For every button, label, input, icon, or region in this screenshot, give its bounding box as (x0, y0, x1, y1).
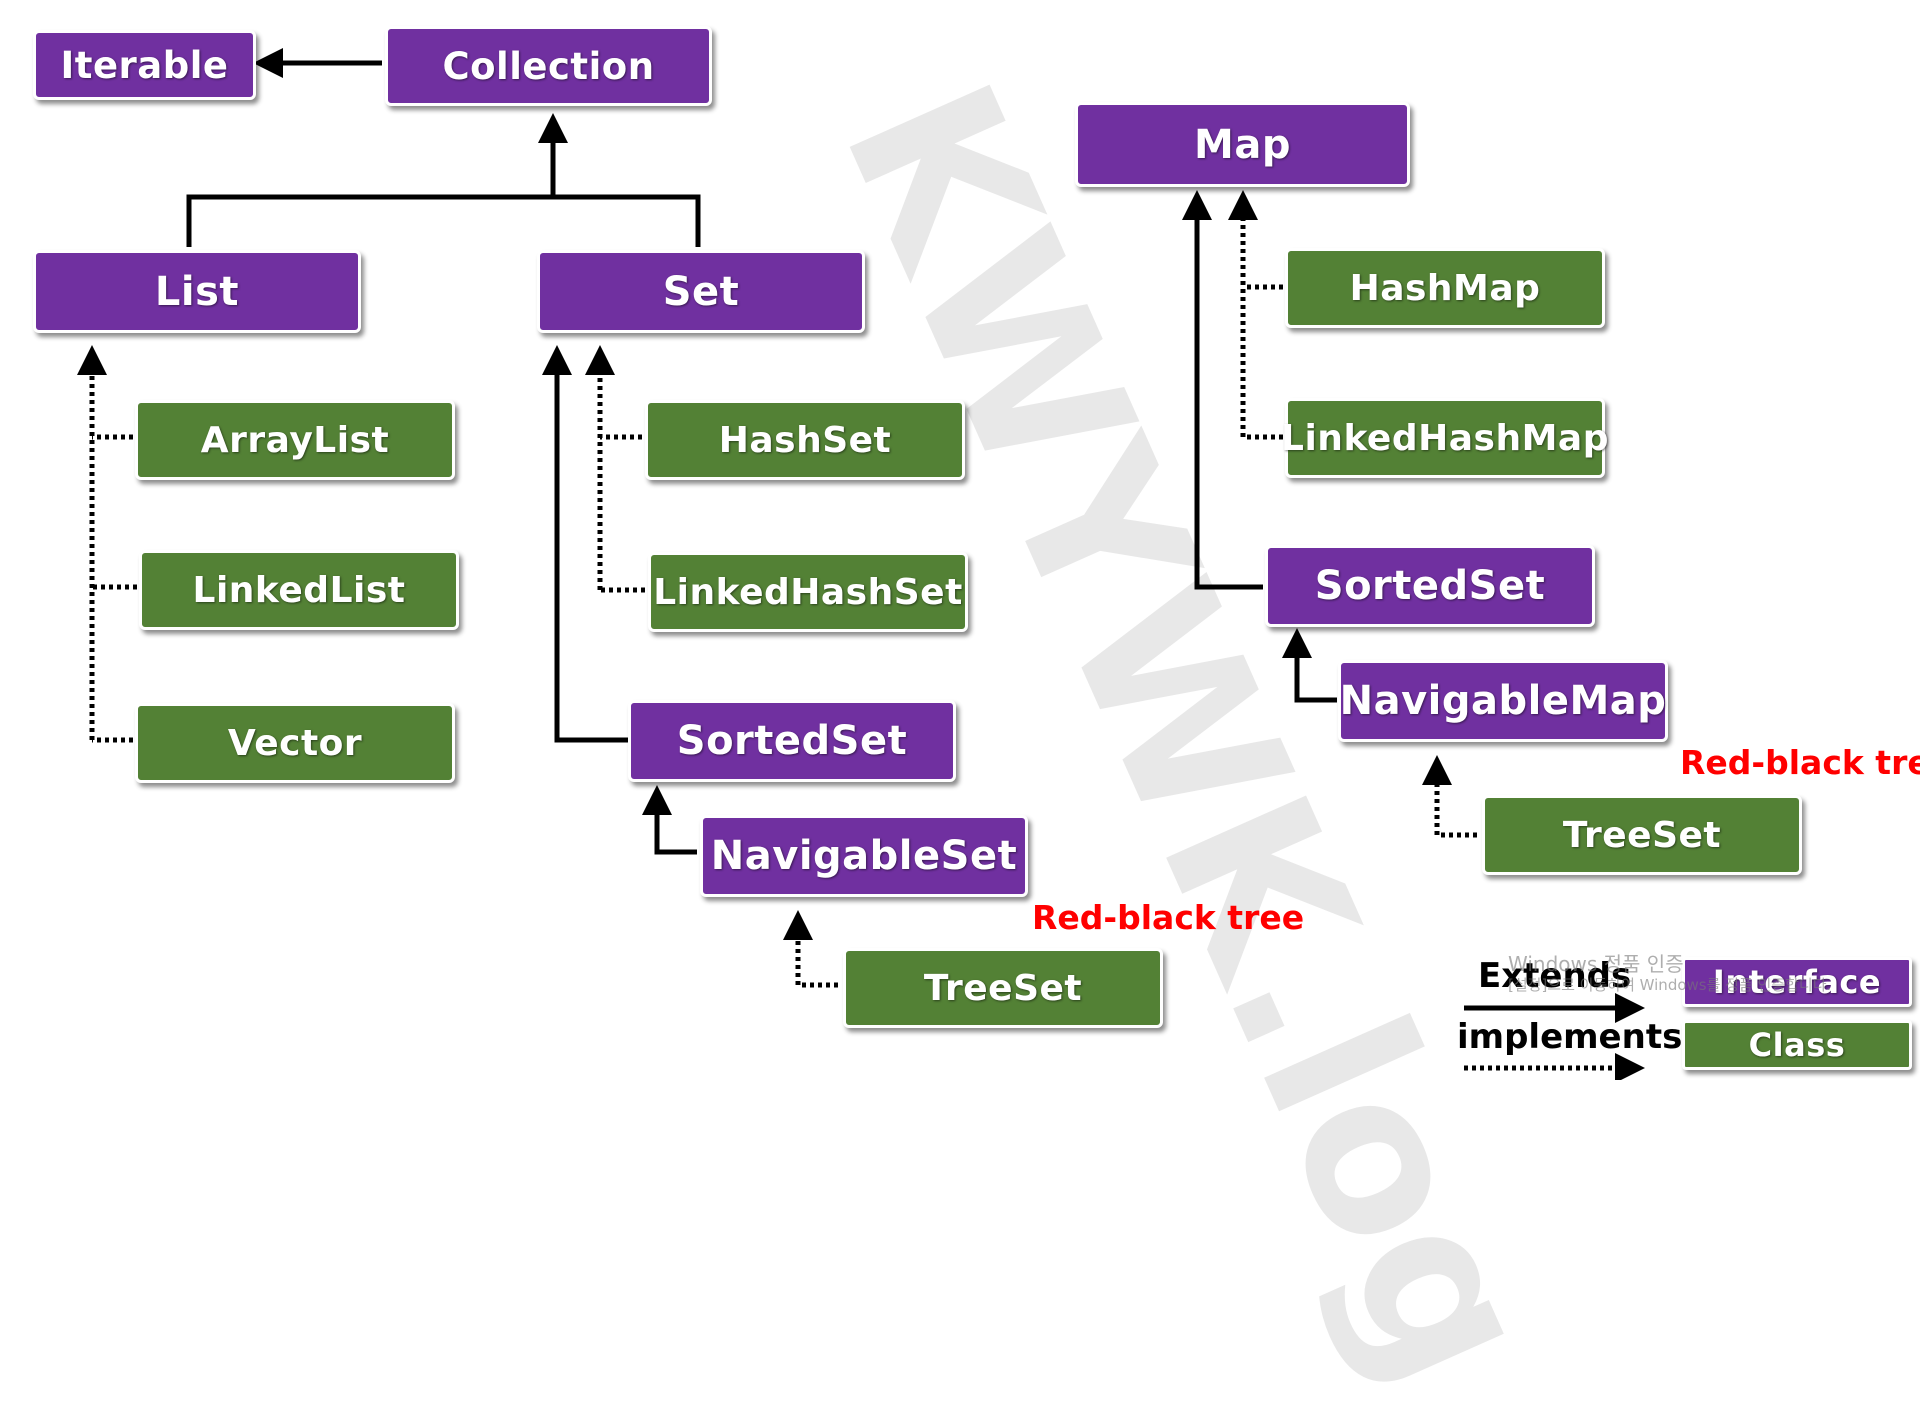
node-navigablemap: NavigableMap (1338, 660, 1668, 742)
edge-navigableset-sortedset (642, 785, 697, 855)
edge-list-collection (186, 194, 701, 247)
edge-navigablemap-sortedmap (1282, 628, 1337, 703)
node-collection: Collection (385, 26, 712, 106)
node-navigableset: NavigableSet (700, 815, 1028, 897)
edge-treemap-navigablemap (1422, 755, 1477, 838)
annotation-set-red-black-tree: Red-black tree (1032, 898, 1305, 937)
node-list: List (33, 250, 361, 333)
node-linkedhashmap: LinkedHashMap (1281, 398, 1608, 478)
node-linkedlist: LinkedList (139, 550, 459, 630)
diagram-stage: KWYWK.log (33, 26, 1920, 1417)
node-linkedhashset: LinkedHashSet (648, 552, 968, 632)
connector-lines (77, 48, 1645, 1080)
windows-activation-subtitle: [설정]으로 이동하여 Windows를 정품 인증합니다. (1508, 976, 1832, 994)
legend-extends-label: Extends (1478, 956, 1632, 996)
annotation-map-red-black-tree: Red-black tree (1680, 743, 1920, 782)
node-set: Set (537, 250, 865, 333)
edge-treeset-navigableset (783, 910, 838, 988)
edge-sortedset-set (542, 345, 628, 743)
node-sortedset: SortedSet (628, 700, 956, 782)
legend-class-swatch: Class (1682, 1020, 1912, 1070)
node-map: Map (1075, 102, 1410, 187)
node-hashset: HashSet (645, 400, 965, 480)
edge-sortedmap-map (1182, 190, 1263, 590)
node-sortedmap: SortedSet (1265, 545, 1595, 627)
node-hashmap: HashMap (1285, 248, 1605, 328)
node-arraylist: ArrayList (135, 400, 455, 480)
node-vector: Vector (135, 703, 455, 783)
windows-activation-title: Windows 정품 인증 (1508, 952, 1684, 976)
node-treemap: TreeSet (1482, 795, 1802, 875)
legend-implements-label: implements (1457, 1017, 1683, 1057)
legend-interface-swatch: Interface (1682, 957, 1912, 1007)
node-treeset: TreeSet (843, 948, 1163, 1028)
node-iterable: Iterable (33, 30, 256, 100)
